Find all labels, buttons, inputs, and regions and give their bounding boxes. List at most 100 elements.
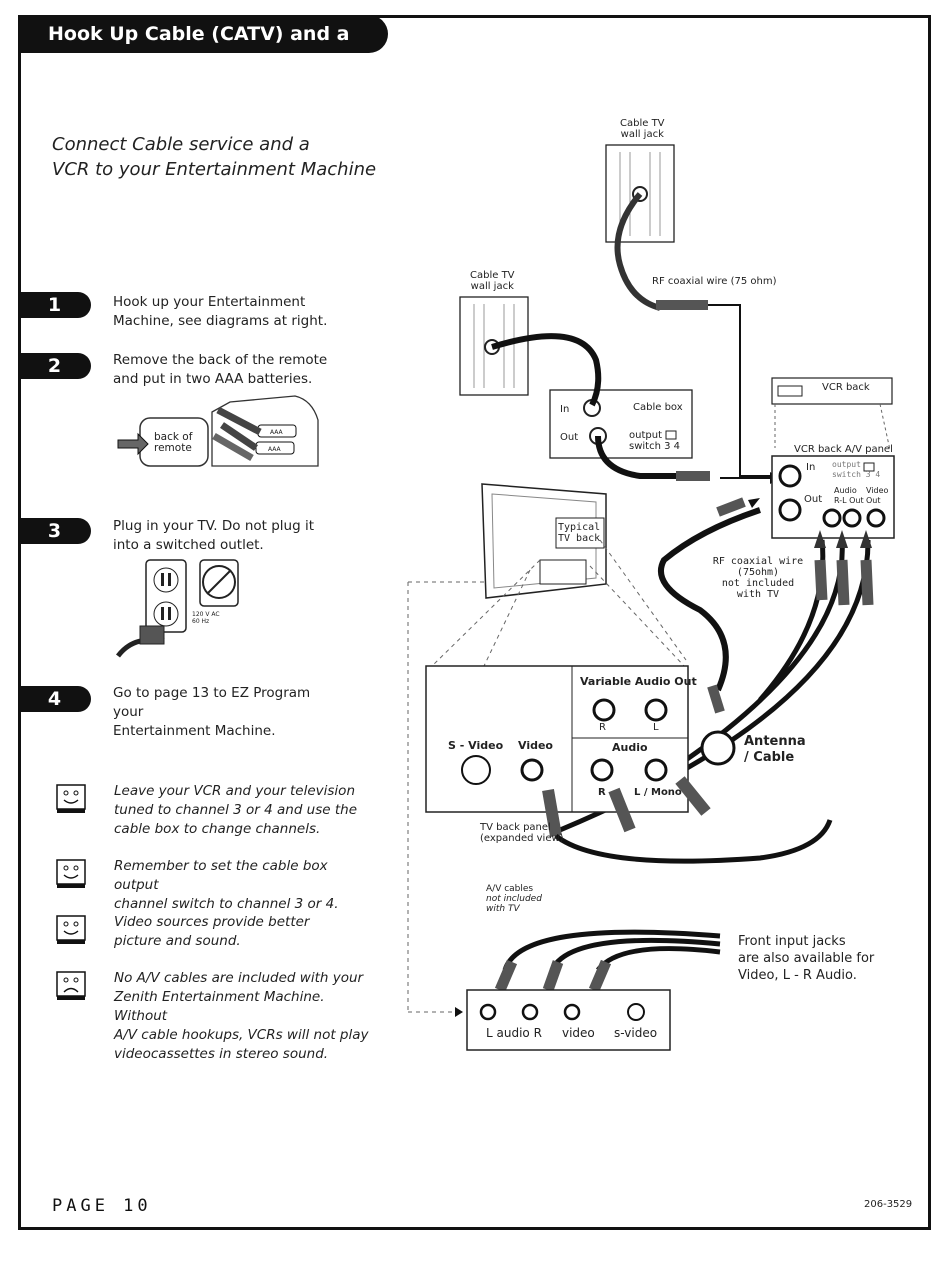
smiley-icon [56, 859, 86, 888]
label-line: Cable TV [620, 118, 665, 129]
note-line: picture and sound. [114, 933, 241, 949]
outlet-label-line: 120 V AC [192, 611, 220, 618]
vcr-unit [771, 377, 893, 405]
page-frame [18, 15, 931, 1230]
label-line: switch [629, 441, 661, 452]
label-line: output [832, 460, 861, 469]
label-line: R-L Out [834, 496, 864, 505]
step-text: Plug in your TV. Do not plug it into a s… [113, 517, 343, 555]
note-line: Video sources provide better [114, 914, 310, 930]
subtitle: Connect Cable service and a VCR to your … [52, 132, 376, 182]
cable-box-out-label: Out [560, 432, 579, 443]
remote-label-line: remote [154, 442, 192, 454]
step-line: Entertainment Machine. [113, 723, 276, 739]
vcr-panel-title: VCR back A/V panel [794, 444, 893, 455]
label-line: not included [721, 578, 795, 589]
note-line: Remember to set the cable box output [114, 858, 328, 893]
note-text: Leave your VCR and your television tuned… [114, 782, 369, 839]
front-svideo-label: s-video [614, 1026, 658, 1040]
step-text: Remove the back of the remote and put in… [113, 351, 343, 389]
note-line: A/V cable hookups, VCRs will not play [114, 1027, 369, 1043]
var-audio-r-label: R [599, 722, 606, 733]
step-number: 3 [18, 518, 91, 544]
step-text: Go to page 13 to EZ Program your Enterta… [113, 684, 343, 741]
step-number: 4 [18, 686, 91, 712]
cable-box-switch-label: output switch 3 4 [629, 430, 680, 452]
cable-box-title: Cable box [633, 402, 683, 413]
l-mono-label: L / Mono [634, 787, 682, 798]
cable-box-in-label: In [560, 404, 570, 415]
label-line: Cable TV [470, 270, 515, 281]
step-line: Go to page 13 to EZ Program your [113, 685, 311, 720]
page-title: Hook Up Cable (CATV) and a VCR [18, 15, 388, 83]
var-audio-l-label: L [653, 722, 659, 733]
remote-label: back of remote [154, 432, 192, 454]
smiley-icon [56, 915, 86, 944]
rf-wire-top-label: RF coaxial wire (75 ohm) [652, 276, 777, 287]
label-line: not included [486, 894, 542, 904]
vcr-av-panel [771, 455, 895, 539]
step-line: Machine, see diagrams at right. [113, 313, 328, 329]
note-line: tuned to channel 3 or 4 and use the [114, 802, 358, 818]
label-line: wall jack [470, 281, 514, 292]
front-l-audio-r-label: L audio R [486, 1026, 542, 1040]
label-line: Video [866, 486, 889, 495]
note-line: cable box to change channels. [114, 821, 321, 837]
subtitle-line-1: Connect Cable service and a [52, 134, 310, 155]
label-line: with TV [486, 904, 520, 914]
tv-panel-caption: TV back panel (expanded view) [480, 822, 564, 844]
step-line: Plug in your TV. Do not plug it [113, 518, 315, 534]
step-number: 1 [18, 292, 91, 318]
label-line: are also available for [738, 951, 875, 966]
step-line: and put in two AAA batteries. [113, 371, 313, 387]
label-line: switch [832, 470, 861, 479]
step-line: into a switched outlet. [113, 537, 264, 553]
step-line: Hook up your Entertainment [113, 294, 306, 310]
label-line: Front input jacks [738, 934, 846, 949]
wall-jack-left-label: Cable TV wall jack [470, 270, 515, 292]
wall-outlet-illustration [116, 559, 239, 658]
label-line: 3 4 [865, 470, 881, 479]
label-line: wall jack [620, 129, 664, 140]
note-line: videocassettes in stereo sound. [114, 1046, 329, 1062]
step-text: Hook up your Entertainment Machine, see … [113, 293, 343, 331]
document-code: 206-3529 [864, 1199, 913, 1210]
video-label: Video [518, 739, 553, 752]
typical-tv-back [481, 483, 607, 599]
front-video-label: video [562, 1026, 595, 1040]
page-number: PAGE 10 [52, 1196, 152, 1216]
vcr-audio-label: Audio R-L Out [834, 486, 864, 506]
label-line: Audio [834, 486, 857, 495]
rf-wire-mid-label: RF coaxial wire (75ohm) not included wit… [710, 556, 806, 600]
label-line: output [629, 430, 662, 441]
label-line: TV back [558, 533, 601, 544]
subtitle-line-2: VCR to your Entertainment Machine [52, 159, 377, 180]
remote-batteries-illustration [211, 395, 319, 467]
label-line: / Cable [744, 750, 795, 765]
smiley-icon [56, 784, 86, 813]
battery-label: AAA [270, 429, 283, 436]
tv-back-label: Typical TV back [558, 522, 600, 544]
label-line: TV back panel [480, 822, 551, 833]
battery-label: AAA [268, 446, 281, 453]
label-line: 3 4 [664, 441, 681, 452]
note-text: Remember to set the cable box output cha… [114, 857, 369, 914]
label-line: Out [866, 496, 881, 505]
label-line: (75ohm) [736, 567, 780, 578]
vcr-video-label: Video Out [866, 486, 888, 506]
vcr-out-label: Out [804, 494, 823, 505]
front-jacks-note: Front input jacks are also available for… [738, 933, 874, 984]
audio-label: Audio [612, 741, 648, 754]
label-line: Typical [558, 522, 601, 533]
label-line: with TV [736, 589, 780, 600]
note-line: Leave your VCR and your television [114, 783, 355, 799]
remote-label-line: back of [154, 431, 193, 443]
outlet-label-line: 60 Hz [192, 618, 210, 625]
label-line: (expanded view) [480, 833, 564, 844]
audio-r-label: R [598, 787, 606, 798]
remote-back-illustration [117, 417, 209, 467]
wall-jack-top-label: Cable TV wall jack [620, 118, 665, 140]
note-text: No A/V cables are included with your Zen… [114, 969, 369, 1064]
front-input-panel [466, 989, 671, 1051]
